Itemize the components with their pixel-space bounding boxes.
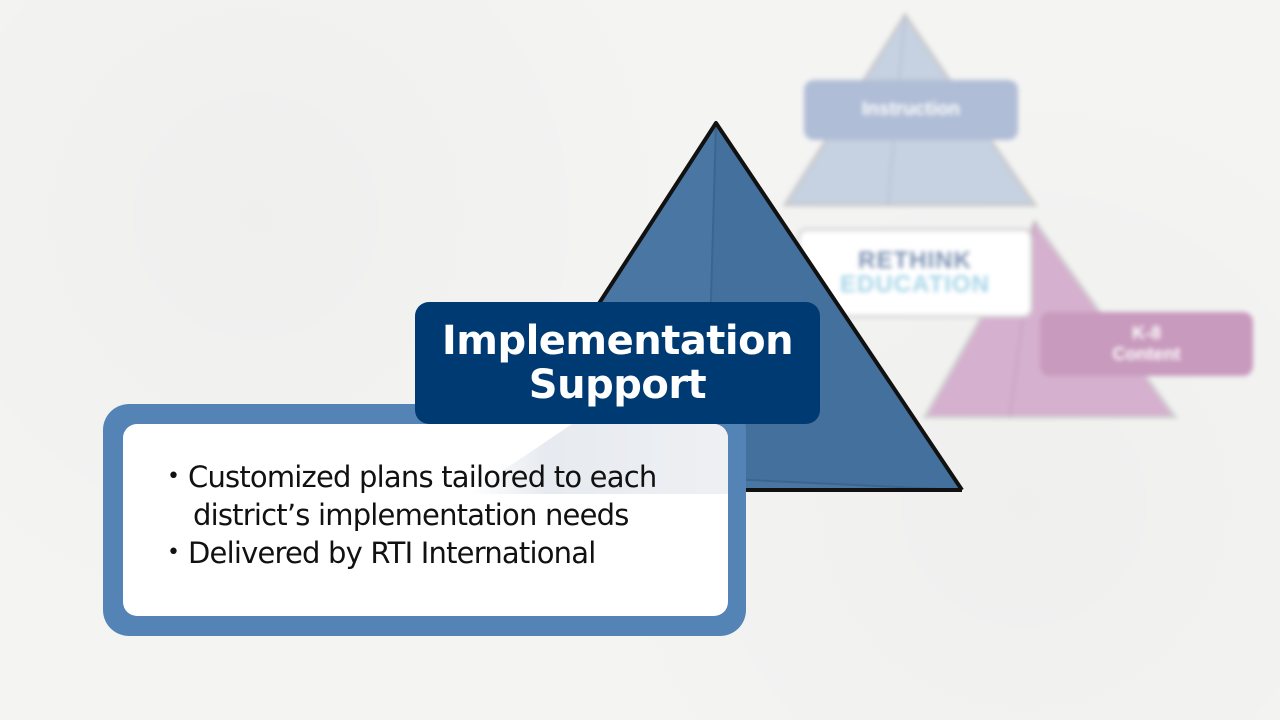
bullet-item: • Customized plans tailored to each dist…	[167, 458, 657, 534]
k8-label-line2: Content	[1112, 344, 1181, 364]
section-title: Implementation Support	[415, 302, 820, 424]
bullet-item: • Delivered by RTI International	[167, 534, 656, 572]
education-text: EDUCATION	[840, 271, 990, 298]
bullet-icon: •	[167, 540, 180, 565]
bullet-icon: •	[167, 464, 180, 489]
title-line1: Implementation	[441, 318, 794, 364]
description-card: • Customized plans tailored to each dist…	[103, 404, 746, 636]
title-line2: Support	[528, 362, 707, 408]
bullet-text-continued: district’s implementation needs	[193, 498, 629, 532]
bullet-list: • Customized plans tailored to each dist…	[167, 458, 657, 572]
description-card-body: • Customized plans tailored to each dist…	[123, 424, 728, 616]
k8-content-label: K-8 Content	[1040, 312, 1253, 376]
k8-label-line1: K-8	[1131, 323, 1161, 344]
bullet-text: Customized plans tailored to each	[188, 460, 657, 494]
rethink-text: RETHINK	[858, 247, 972, 274]
bullet-text: Delivered by RTI International	[188, 536, 596, 570]
instruction-label: Instruction	[804, 80, 1018, 140]
instruction-label-text: Instruction	[861, 99, 961, 121]
